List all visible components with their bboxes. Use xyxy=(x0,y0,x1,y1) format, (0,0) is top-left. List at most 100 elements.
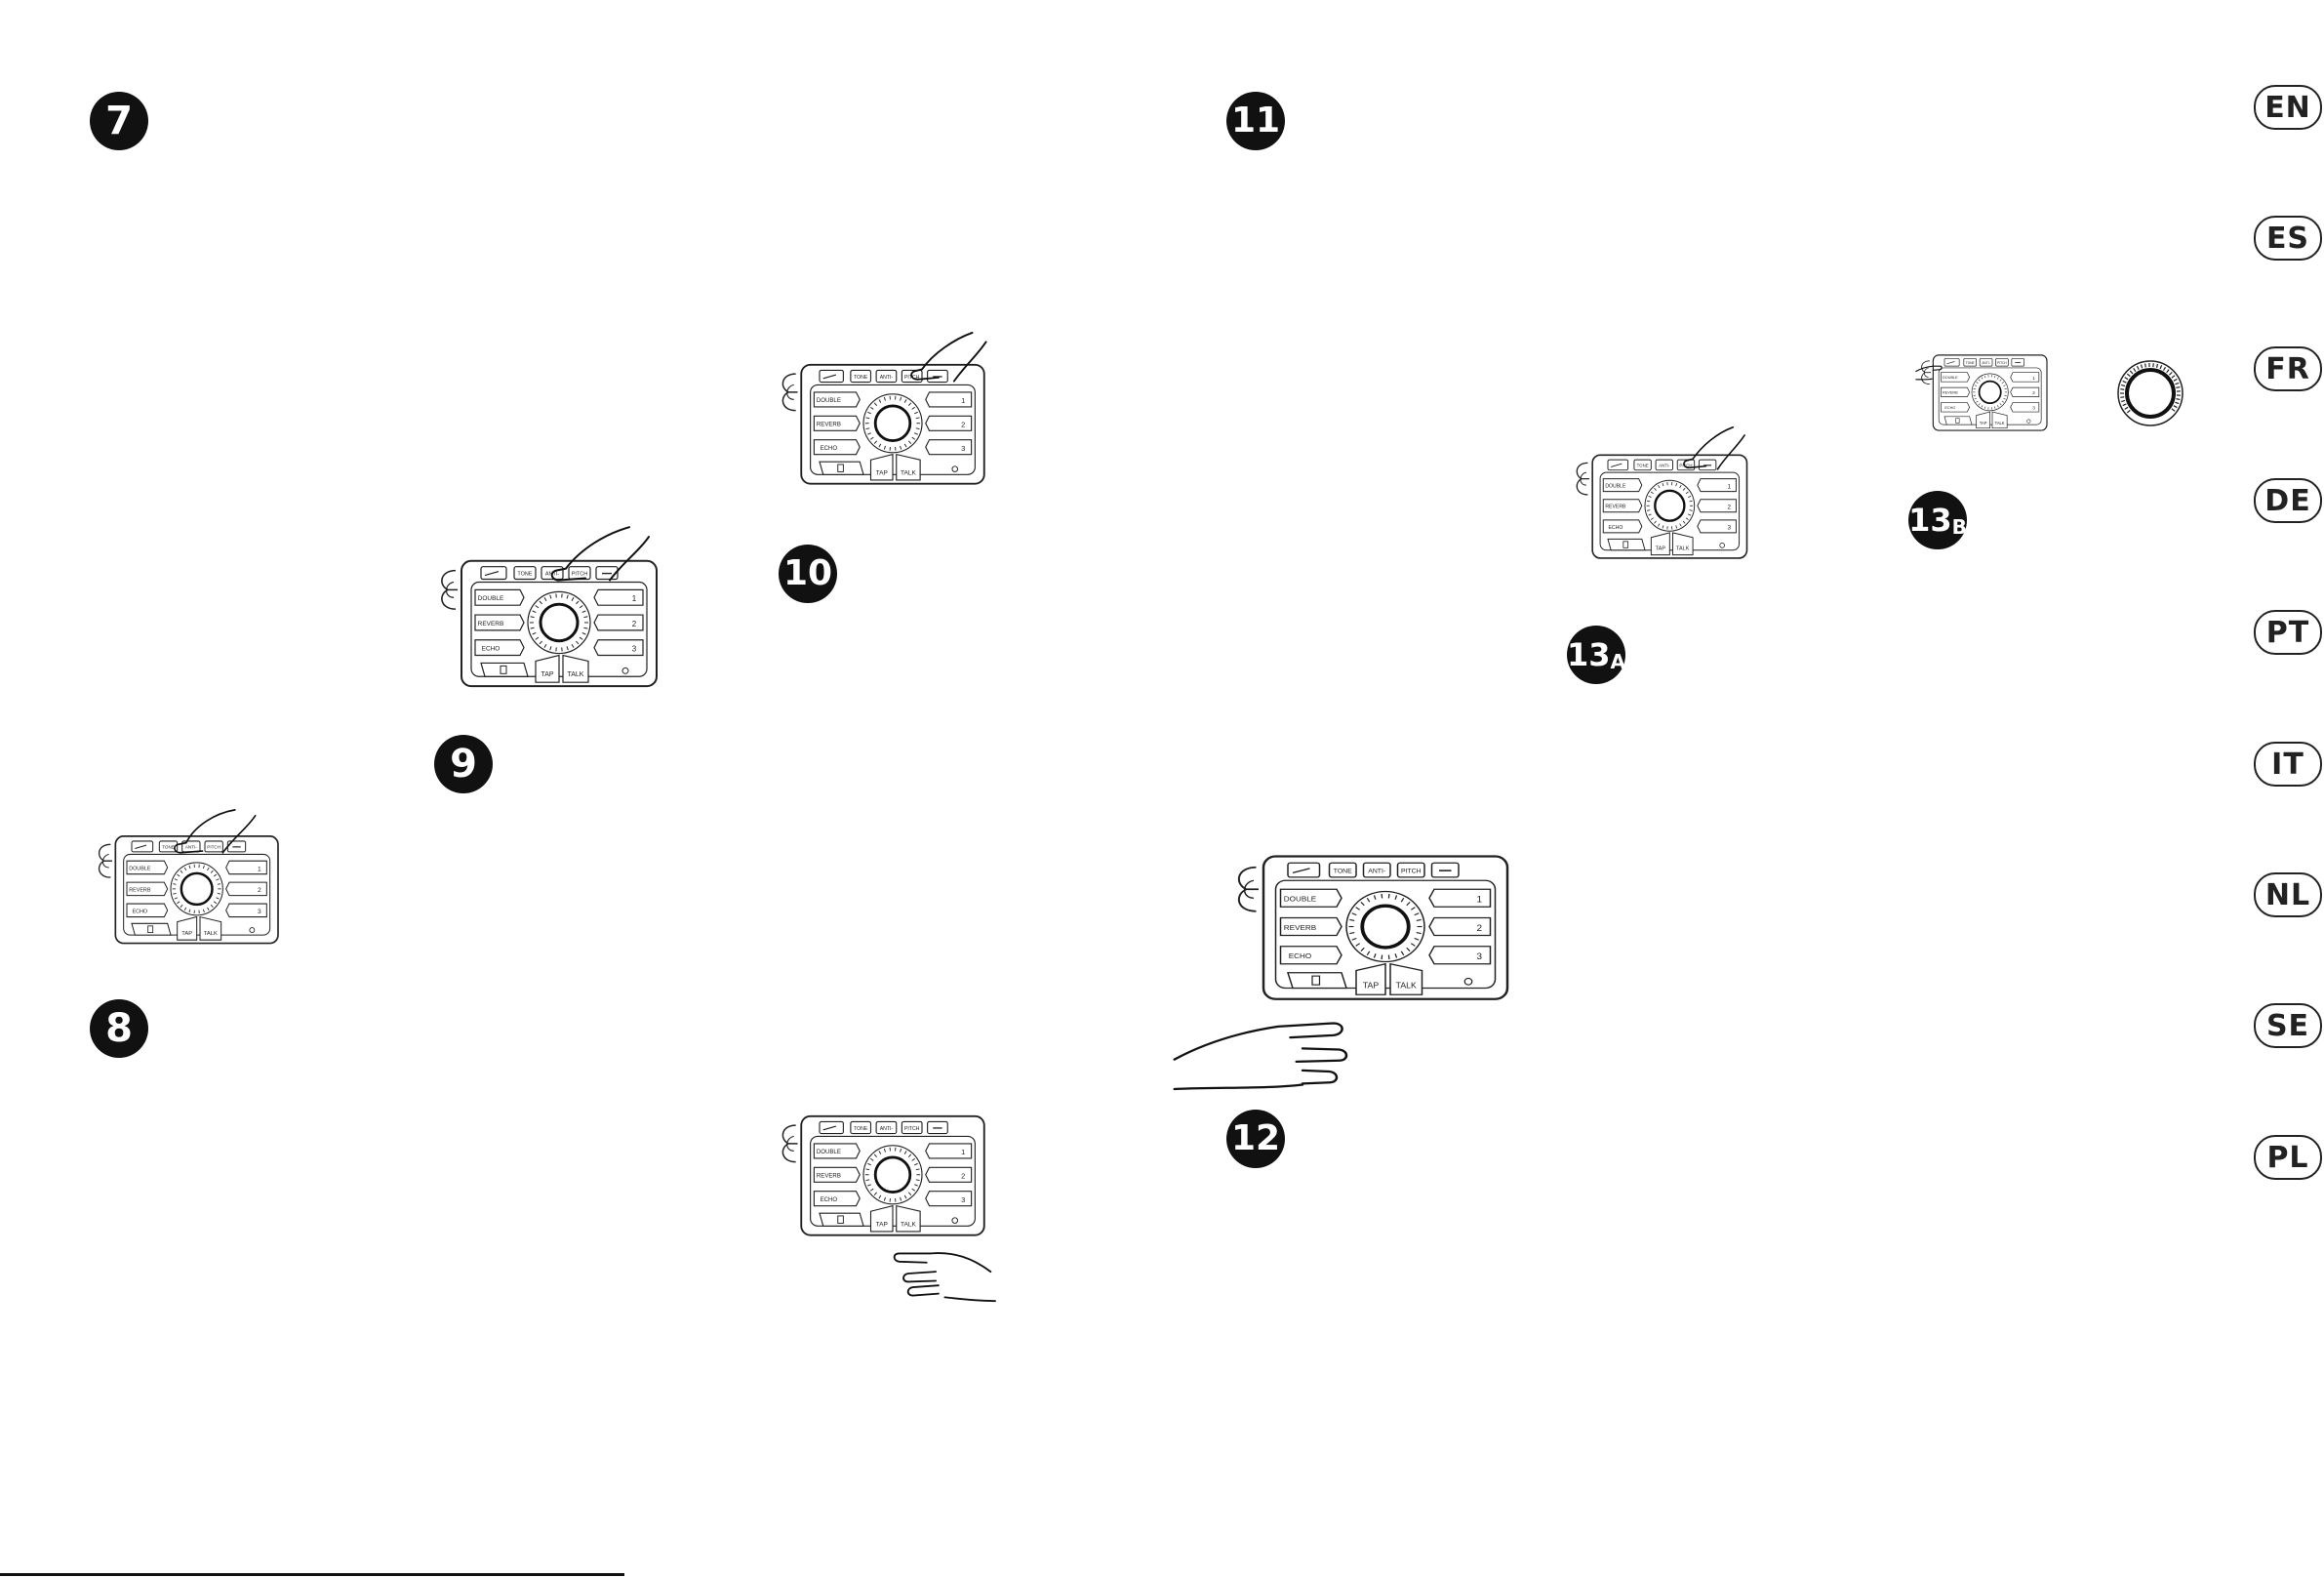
talk-button[interactable]: TALK xyxy=(562,654,589,683)
pitch-button[interactable]: PITCH xyxy=(204,840,223,853)
double-button[interactable]: DOUBLE xyxy=(126,860,169,875)
hardtune-button[interactable] xyxy=(927,369,948,384)
main-knob-icon[interactable] xyxy=(527,590,591,655)
anti-feedback-button[interactable]: ANTI- xyxy=(1362,862,1391,878)
preset-3-button[interactable]: 3 xyxy=(1697,519,1737,534)
hardtune-button[interactable] xyxy=(2011,358,2025,367)
lang-tab-es[interactable]: ES xyxy=(2254,216,2322,261)
talk-button[interactable]: TALK xyxy=(1672,532,1694,556)
preset-3-button[interactable]: 3 xyxy=(925,1191,973,1207)
anti-feedback-button[interactable]: ANTI- xyxy=(875,1120,898,1135)
tap-button[interactable]: TAP xyxy=(1976,411,1991,429)
preset-2-button[interactable]: 2 xyxy=(925,415,973,431)
preset-3-button[interactable]: 3 xyxy=(1428,946,1492,965)
tap-button[interactable]: TAP xyxy=(1650,532,1670,556)
tone-button[interactable]: TONE xyxy=(850,1120,872,1135)
preset-2-button[interactable]: 2 xyxy=(1697,499,1737,513)
preset-3-button[interactable]: 3 xyxy=(925,439,973,456)
main-knob-icon[interactable] xyxy=(1345,890,1425,963)
tone-button[interactable]: TONE xyxy=(1963,358,1978,367)
preset-2-button[interactable]: 2 xyxy=(1428,916,1492,937)
echo-button[interactable]: ECHO xyxy=(813,439,861,456)
hardtune-button[interactable] xyxy=(595,566,619,581)
tone-button[interactable]: TONE xyxy=(1633,459,1652,471)
lang-tab-it[interactable]: IT xyxy=(2254,742,2322,787)
double-button[interactable]: DOUBLE xyxy=(813,1143,861,1159)
reverb-button[interactable]: REVERB xyxy=(474,614,525,631)
mode-button[interactable] xyxy=(819,1120,844,1135)
lang-tab-en[interactable]: EN xyxy=(2254,85,2322,130)
reverb-button[interactable]: REVERB xyxy=(1279,916,1342,937)
echo-button[interactable]: ECHO xyxy=(813,1191,861,1207)
tap-button[interactable]: TAP xyxy=(1355,962,1386,995)
preset-3-button[interactable]: 3 xyxy=(2010,402,2040,413)
double-button[interactable]: DOUBLE xyxy=(813,391,861,408)
preset-1-button[interactable]: 1 xyxy=(2010,372,2040,383)
lang-tab-nl[interactable]: NL xyxy=(2254,872,2322,917)
tap-button[interactable]: TAP xyxy=(177,915,198,941)
tone-button[interactable]: TONE xyxy=(850,369,872,384)
lang-tab-pt[interactable]: PT xyxy=(2254,610,2322,655)
headphone-button[interactable] xyxy=(131,922,172,936)
preset-2-button[interactable]: 2 xyxy=(2010,386,2040,397)
preset-1-button[interactable]: 1 xyxy=(925,1143,973,1159)
preset-2-button[interactable]: 2 xyxy=(925,1166,973,1183)
double-button[interactable]: DOUBLE xyxy=(1602,478,1643,493)
echo-button[interactable]: ECHO xyxy=(1279,946,1342,965)
echo-button[interactable]: ECHO xyxy=(1941,402,1971,413)
main-knob-icon[interactable] xyxy=(1971,373,2009,412)
tap-button[interactable]: TAP xyxy=(535,654,560,683)
preset-2-button[interactable]: 2 xyxy=(593,614,644,631)
hardtune-button[interactable] xyxy=(1698,459,1717,471)
mode-button[interactable] xyxy=(1287,862,1321,878)
double-button[interactable]: DOUBLE xyxy=(474,588,525,606)
talk-button[interactable]: TALK xyxy=(1389,962,1423,995)
headphone-button[interactable] xyxy=(819,461,864,475)
headphone-button[interactable] xyxy=(1287,972,1347,990)
lang-tab-pl[interactable]: PL xyxy=(2254,1135,2322,1180)
headphone-button[interactable] xyxy=(819,1212,864,1227)
pitch-button[interactable]: PITCH xyxy=(1995,358,2009,367)
mode-button[interactable] xyxy=(480,566,507,581)
preset-1-button[interactable]: 1 xyxy=(225,860,267,875)
tone-button[interactable]: TONE xyxy=(513,566,537,581)
reverb-button[interactable]: REVERB xyxy=(126,881,169,897)
main-knob-icon[interactable] xyxy=(862,1145,923,1205)
pitch-button[interactable]: PITCH xyxy=(901,1120,923,1135)
lang-tab-se[interactable]: SE xyxy=(2254,1003,2322,1048)
preset-1-button[interactable]: 1 xyxy=(1428,888,1492,908)
hardtune-button[interactable] xyxy=(1430,862,1460,878)
mode-button[interactable] xyxy=(131,840,154,853)
anti-feedback-button[interactable]: ANTI- xyxy=(1979,358,1993,367)
tap-button[interactable]: TAP xyxy=(869,1204,894,1233)
headphone-button[interactable] xyxy=(480,662,529,677)
talk-button[interactable]: TALK xyxy=(1991,411,2008,429)
lang-tab-de[interactable]: DE xyxy=(2254,478,2322,523)
preset-2-button[interactable]: 2 xyxy=(225,881,267,897)
double-button[interactable]: DOUBLE xyxy=(1941,372,1971,383)
preset-3-button[interactable]: 3 xyxy=(593,639,644,657)
pitch-button[interactable]: PITCH xyxy=(1396,862,1425,878)
headphone-button[interactable] xyxy=(1943,416,1973,425)
echo-button[interactable]: ECHO xyxy=(126,903,169,918)
reverb-button[interactable]: REVERB xyxy=(1941,386,1971,397)
mode-button[interactable] xyxy=(819,369,844,384)
preset-3-button[interactable]: 3 xyxy=(225,903,267,918)
lang-tab-fr[interactable]: FR xyxy=(2254,346,2322,391)
echo-button[interactable]: ECHO xyxy=(474,639,525,657)
double-button[interactable]: DOUBLE xyxy=(1279,888,1342,908)
reverb-button[interactable]: REVERB xyxy=(813,415,861,431)
tap-button[interactable]: TAP xyxy=(869,453,894,481)
talk-button[interactable]: TALK xyxy=(896,453,921,481)
anti-feedback-button[interactable]: ANTI- xyxy=(875,369,898,384)
echo-button[interactable]: ECHO xyxy=(1602,519,1643,534)
headphone-button[interactable] xyxy=(1607,538,1646,551)
hardtune-button[interactable] xyxy=(927,1120,948,1135)
tone-button[interactable]: TONE xyxy=(1328,862,1357,878)
reverb-button[interactable]: REVERB xyxy=(813,1166,861,1183)
pitch-button[interactable]: PITCH xyxy=(568,566,591,581)
mode-button[interactable] xyxy=(1607,459,1629,471)
main-knob-icon[interactable] xyxy=(862,393,923,454)
preset-1-button[interactable]: 1 xyxy=(925,391,973,408)
main-knob-icon[interactable] xyxy=(170,862,223,916)
